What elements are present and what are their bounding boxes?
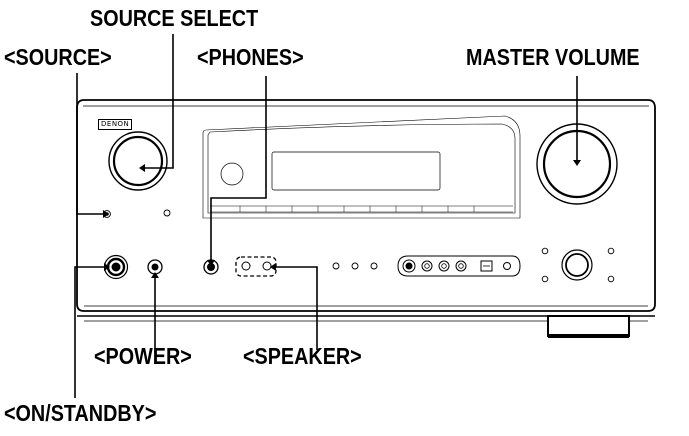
display-window: [202, 115, 521, 219]
panel-indicators: [103, 209, 171, 218]
leader-lines: [74, 34, 578, 398]
source-select-knob: [108, 131, 168, 191]
speaker-buttons: [235, 256, 277, 277]
phones-label: <PHONES>: [197, 44, 304, 70]
power-label: <POWER>: [94, 343, 192, 369]
source-select-label: SOURCE SELECT: [90, 5, 259, 31]
power-button: [147, 259, 163, 275]
arrow-heads: [103, 160, 581, 278]
on-standby-label: <ON/STANDBY>: [4, 400, 157, 426]
master-volume-label: MASTER VOLUME: [466, 44, 640, 70]
source-label: <SOURCE>: [4, 44, 112, 70]
right-foot: [547, 315, 630, 337]
function-buttons: [332, 262, 378, 270]
speaker-label: <SPEAKER>: [243, 343, 362, 369]
tuner-control-cluster: [541, 247, 615, 283]
brand-logo: DENON: [98, 119, 133, 130]
av-input-jacks: [397, 255, 521, 277]
